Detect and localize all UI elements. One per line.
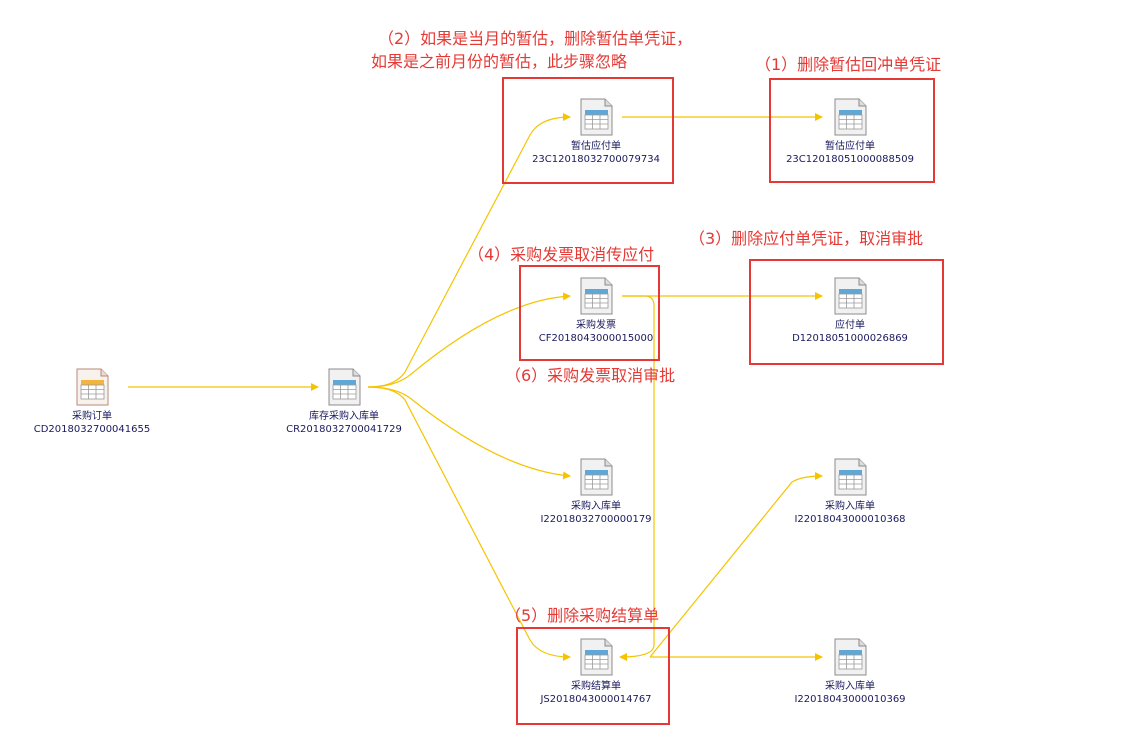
node-purchase-receipt-2[interactable]: 采购入库单 I22018043000010368 bbox=[750, 457, 950, 526]
node-name: 应付单 bbox=[835, 320, 865, 331]
highlight-box-invoice bbox=[519, 265, 660, 361]
node-code: CF2018043000015000 bbox=[538, 333, 654, 344]
annotation-step4: （4）采购发票取消传应付 bbox=[468, 245, 655, 264]
order-document-icon bbox=[76, 368, 109, 406]
node-estimated-ap[interactable]: 暂估应付单 23C12018032700079734 bbox=[496, 97, 696, 166]
node-code: 23C12018032700079734 bbox=[532, 154, 660, 165]
annotation-step2-line1: （2）如果是当月的暂估，删除暂估单凭证， bbox=[378, 29, 693, 48]
table-document-icon bbox=[834, 277, 867, 315]
node-code: I22018043000010368 bbox=[794, 514, 906, 525]
table-document-icon bbox=[580, 98, 613, 136]
node-code: CR2018032700041729 bbox=[286, 424, 402, 435]
node-purchase-receipt-1[interactable]: 采购入库单 I22018032700000179 bbox=[496, 457, 696, 526]
node-name: 采购入库单 bbox=[571, 501, 621, 512]
table-document-icon bbox=[580, 458, 613, 496]
node-estimated-ap-reversal[interactable]: 暂估应付单 23C12018051000088509 bbox=[750, 97, 950, 166]
node-name: 采购订单 bbox=[72, 411, 112, 422]
node-name: 采购结算单 bbox=[571, 681, 621, 692]
node-code: I22018043000010369 bbox=[794, 694, 906, 705]
table-document-icon bbox=[328, 368, 361, 406]
table-document-icon bbox=[834, 98, 867, 136]
edge-invoice-to-settle bbox=[619, 295, 655, 661]
annotation-step3: （3）删除应付单凭证，取消审批 bbox=[689, 229, 924, 248]
annotation-step5: （5）删除采购结算单 bbox=[505, 606, 660, 625]
table-document-icon bbox=[834, 638, 867, 676]
edge-inv-in-to-settle bbox=[367, 386, 571, 661]
highlight-box-est-ap bbox=[502, 77, 674, 184]
highlight-box-est-rev bbox=[769, 78, 935, 183]
annotation-step2-line2: 如果是之前月份的暂估，此步骤忽略 bbox=[371, 52, 628, 71]
node-code: CD2018032700041655 bbox=[33, 424, 151, 435]
table-document-icon bbox=[580, 638, 613, 676]
node-name: 采购发票 bbox=[576, 320, 616, 331]
table-document-icon bbox=[580, 277, 613, 315]
node-code: 23C12018051000088509 bbox=[786, 154, 914, 165]
node-code: I22018032700000179 bbox=[540, 514, 652, 525]
annotation-step1: （1）删除暂估回冲单凭证 bbox=[755, 55, 942, 74]
node-purchase-settlement[interactable]: 采购结算单 JS2018043000014767 bbox=[496, 637, 696, 706]
node-name: 暂估应付单 bbox=[571, 141, 621, 152]
table-document-icon bbox=[834, 458, 867, 496]
node-purchase-receipt-3[interactable]: 采购入库单 I22018043000010369 bbox=[750, 637, 950, 706]
node-code: JS2018043000014767 bbox=[540, 694, 652, 705]
node-accounts-payable[interactable]: 应付单 D12018051000026869 bbox=[750, 276, 950, 345]
edge-inv-in-to-invoice bbox=[367, 292, 571, 388]
highlight-box-ap bbox=[749, 259, 944, 365]
node-purchase-invoice[interactable]: 采购发票 CF2018043000015000 bbox=[496, 276, 696, 345]
annotation-step6: （6）采购发票取消审批 bbox=[505, 366, 676, 385]
edge-settle-to-receipt2 bbox=[649, 472, 823, 658]
node-inventory-inbound[interactable]: 库存采购入库单 CR2018032700041729 bbox=[244, 367, 444, 436]
node-name: 库存采购入库单 bbox=[309, 411, 379, 422]
node-name: 暂估应付单 bbox=[825, 141, 875, 152]
node-code: D12018051000026869 bbox=[792, 333, 908, 344]
node-name: 采购入库单 bbox=[825, 681, 875, 692]
node-purchase-order[interactable]: 采购订单 CD2018032700041655 bbox=[0, 367, 192, 436]
highlight-box-settle bbox=[516, 627, 670, 725]
node-name: 采购入库单 bbox=[825, 501, 875, 512]
